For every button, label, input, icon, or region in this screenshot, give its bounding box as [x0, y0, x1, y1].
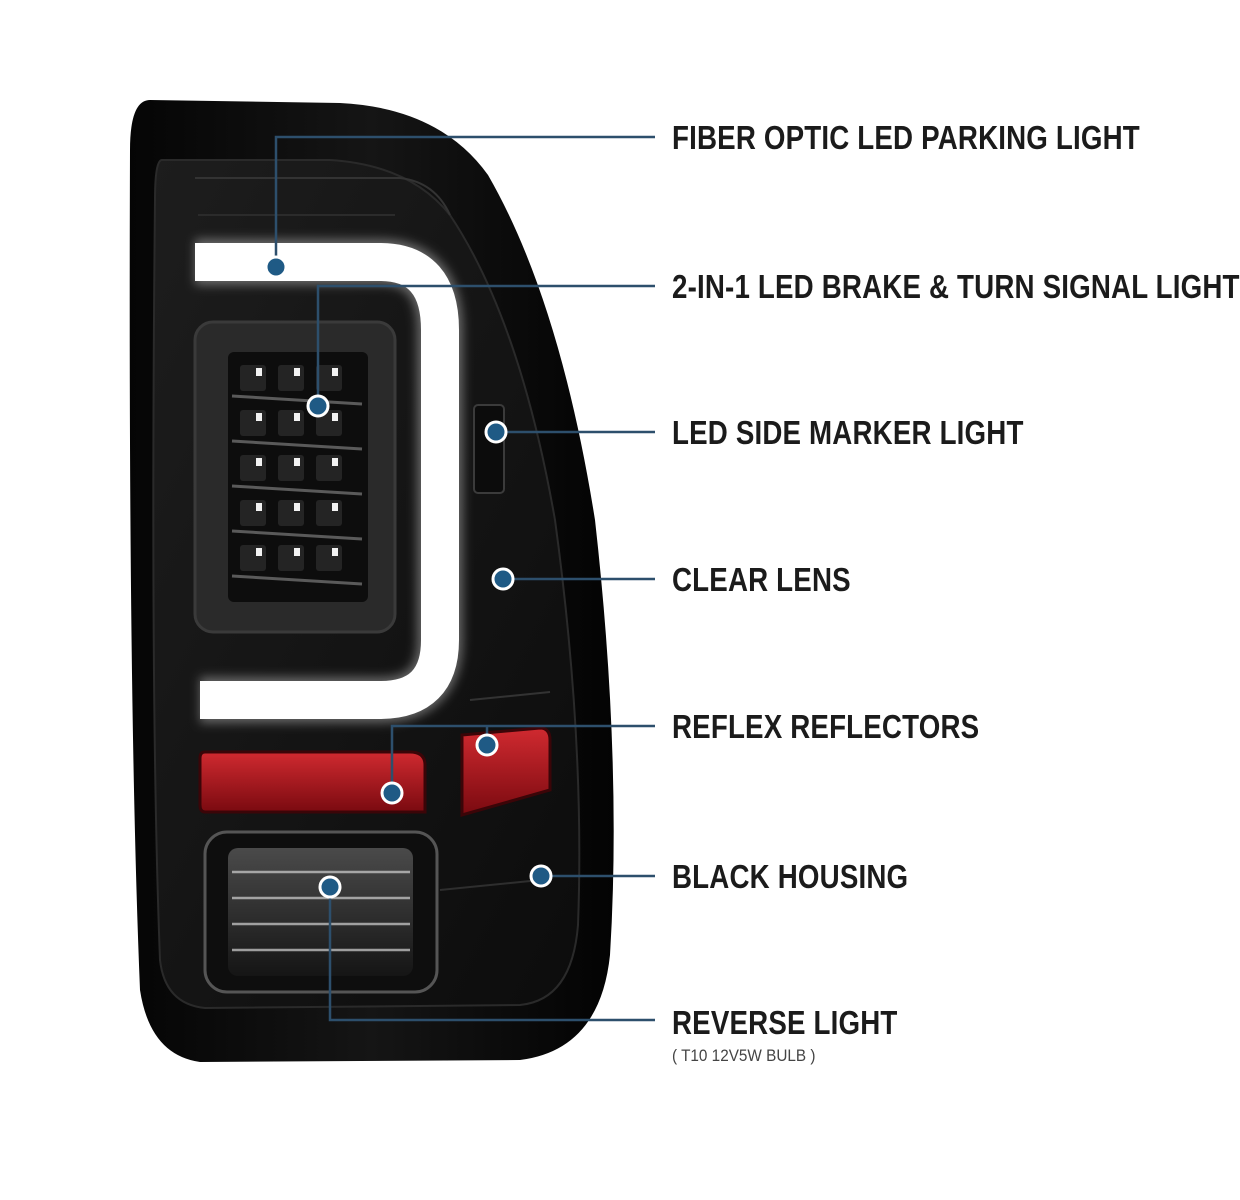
- led-cell: [316, 365, 342, 391]
- led-highlight: [332, 413, 338, 421]
- led-highlight: [294, 458, 300, 466]
- reverse-lens-ribs: [232, 870, 410, 952]
- label-reverse-light: REVERSE LIGHT: [672, 1004, 898, 1041]
- label-black-housing: BLACK HOUSING: [672, 858, 909, 895]
- marker-dot: [484, 420, 508, 444]
- led-highlight: [256, 458, 262, 466]
- led-cell: [278, 410, 304, 436]
- led-cell: [278, 500, 304, 526]
- label-parking-light: FIBER OPTIC LED PARKING LIGHT: [672, 119, 1140, 156]
- led-highlight: [332, 368, 338, 376]
- leader-lines: [274, 135, 655, 1022]
- led-cell: [240, 455, 266, 481]
- marker-dot: [529, 864, 553, 888]
- marker-dot: [306, 394, 330, 418]
- led-highlight: [332, 548, 338, 556]
- led-highlight: [294, 368, 300, 376]
- led-highlight: [256, 503, 262, 511]
- marker-dot: [491, 567, 515, 591]
- led-divider: [231, 394, 363, 406]
- led-highlight: [332, 503, 338, 511]
- led-cell: [240, 365, 266, 391]
- fiber-optic-light-bar: [195, 243, 459, 719]
- label-reverse-bulb: ( T10 12V5W BULB ): [672, 1046, 816, 1065]
- led-cell: [278, 455, 304, 481]
- led-divider: [231, 529, 363, 541]
- led-divider: [231, 484, 363, 496]
- led-cell: [316, 455, 342, 481]
- led-divider: [231, 439, 363, 451]
- marker-dot: [264, 255, 288, 279]
- tail-light-diagram: [129, 100, 655, 1062]
- led-cell: [240, 500, 266, 526]
- led-highlight: [294, 413, 300, 421]
- led-highlight: [256, 413, 262, 421]
- led-highlight: [294, 548, 300, 556]
- led-highlight: [256, 548, 262, 556]
- led-cell: [278, 365, 304, 391]
- label-side-marker-light: LED SIDE MARKER LIGHT: [672, 414, 1024, 451]
- marker-dot: [380, 781, 404, 805]
- led-cell: [316, 500, 342, 526]
- label-clear-lens: CLEAR LENS: [672, 561, 851, 598]
- led-highlight: [256, 368, 262, 376]
- led-array: [231, 365, 363, 586]
- led-divider: [231, 574, 363, 586]
- callout-markers: [264, 255, 553, 899]
- reflex-reflector-left: [198, 750, 427, 814]
- led-cell: [316, 545, 342, 571]
- label-reflex-reflectors: REFLEX REFLECTORS: [672, 708, 980, 745]
- led-highlight: [294, 503, 300, 511]
- side-marker-light: [473, 404, 505, 494]
- led-highlight: [332, 458, 338, 466]
- marker-dot: [475, 733, 499, 757]
- marker-dot: [318, 875, 342, 899]
- led-cell: [240, 545, 266, 571]
- label-brake-turn-light: 2-IN-1 LED BRAKE & TURN SIGNAL LIGHT: [672, 268, 1240, 305]
- led-cell: [240, 410, 266, 436]
- led-cell: [278, 545, 304, 571]
